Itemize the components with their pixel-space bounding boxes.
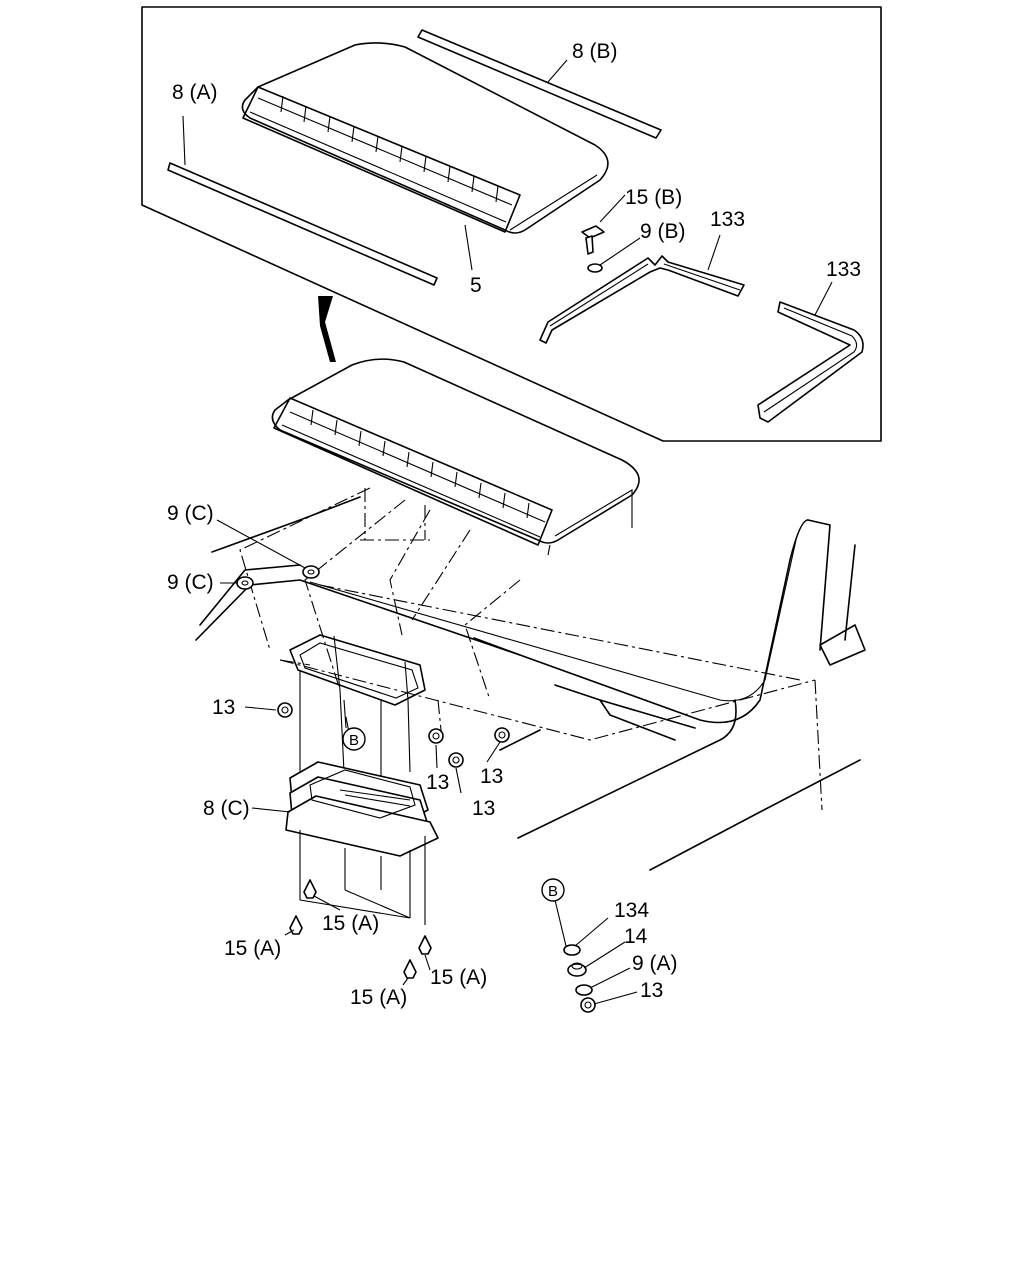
cab-body-outline [195, 496, 866, 871]
washer-9c-lower [236, 576, 254, 590]
label-15a-2: 15 (A) [224, 937, 281, 960]
label-133-upper: 133 [710, 208, 745, 231]
inset-hood-scoop [241, 42, 609, 234]
nut-13-right [494, 727, 510, 743]
nut-13-left [277, 702, 293, 718]
clip-15a-4 [403, 959, 417, 979]
washer-9c-lower-hole [241, 580, 249, 586]
clip-15a-1 [303, 879, 317, 899]
label-8a: 8 (A) [172, 81, 218, 104]
label-15a-3: 15 (A) [430, 966, 487, 989]
label-134: 134 [614, 899, 649, 922]
label-leaders [182, 59, 833, 1005]
label-8b: 8 (B) [572, 40, 618, 63]
nut-13-mid-a [428, 728, 444, 744]
washer-9a [575, 984, 593, 996]
detail-inset-frame [141, 6, 882, 442]
weatherstrip-133-upper [539, 255, 745, 344]
label-15a-4: 15 (A) [350, 986, 407, 1009]
washer-9c-upper-hole [307, 569, 315, 575]
nut-13-mid-b [448, 752, 464, 768]
ref-b-main: B [342, 727, 366, 751]
washer-9b [587, 263, 603, 273]
label-15b: 15 (B) [625, 186, 682, 209]
label-13-right: 13 [480, 765, 503, 788]
label-9a: 9 (A) [632, 952, 678, 975]
washer-134 [563, 944, 581, 956]
label-13-stack: 13 [640, 979, 663, 1002]
clip-15a-3 [418, 935, 432, 955]
label-13-mid-a: 13 [426, 771, 449, 794]
main-hood-scoop [271, 358, 640, 556]
assembly-leader-lines [239, 487, 521, 741]
weatherstrip-133-lower [757, 301, 864, 423]
collar-14 [567, 962, 587, 977]
label-133-lower: 133 [826, 258, 861, 281]
label-14: 14 [624, 925, 648, 948]
label-15a-1: 15 (A) [322, 912, 379, 935]
bolt-15b [581, 225, 605, 255]
label-9c-upper: 9 (C) [167, 502, 214, 525]
svg-text:B: B [548, 883, 558, 900]
strip-8a [167, 162, 438, 286]
label-9c-lower: 9 (C) [167, 571, 214, 594]
duct-gasket-8c [285, 634, 439, 925]
label-9b: 9 (B) [640, 220, 686, 243]
strip-8b [417, 29, 662, 139]
ref-b-stack: B [541, 878, 565, 902]
label-5: 5 [470, 274, 482, 297]
washer-9c-upper [302, 565, 320, 579]
svg-text:B: B [349, 732, 359, 749]
label-13-mid-b: 13 [472, 797, 495, 820]
label-13-left: 13 [212, 696, 235, 719]
label-8c: 8 (C) [203, 797, 250, 820]
direction-arrow [318, 296, 336, 362]
nut-13-stack [580, 997, 596, 1013]
clip-15a-2 [289, 915, 303, 935]
